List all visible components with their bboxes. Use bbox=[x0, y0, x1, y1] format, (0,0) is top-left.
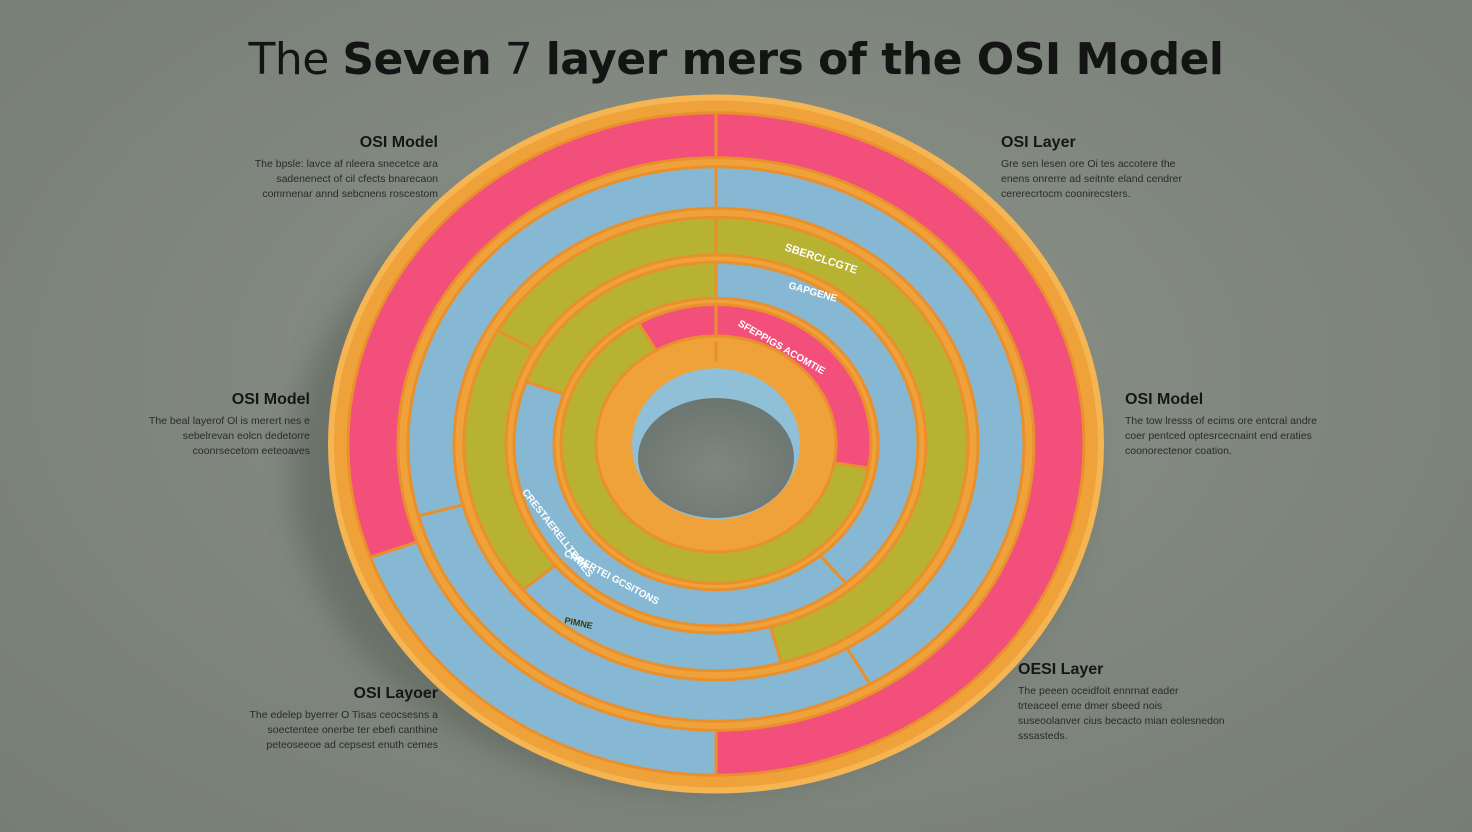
callout-top-right: OSI Layer Gre sen lesen ore Oi tes accot… bbox=[1001, 134, 1241, 202]
callout-mid-right: OSI Model The tow lresss of ecims ore en… bbox=[1125, 391, 1365, 459]
callout-bottom-left: OSI Layoer The edelep byerrer O Tisas ce… bbox=[198, 685, 438, 753]
callout-body: Gre sen lesen ore Oi tes accotere the en… bbox=[1001, 158, 1182, 200]
callout-heading: OSI Layer bbox=[1001, 134, 1076, 151]
ring-segments bbox=[328, 94, 1104, 794]
segment-band2-blue-top bbox=[406, 165, 718, 518]
callout-body: The bpsle: lavce af nleera snecetce ara … bbox=[254, 158, 438, 200]
segment-band2-blue-right bbox=[714, 165, 1026, 687]
callout-body: The beal layerof Ol is merert nes e sebe… bbox=[148, 415, 310, 457]
callout-heading: OESI Layer bbox=[1018, 661, 1104, 678]
callout-heading: OSI Model bbox=[1125, 391, 1204, 408]
segment-band3-olive-top bbox=[495, 215, 718, 352]
callout-heading: OSI Model bbox=[359, 134, 438, 151]
segment-band4-olive-top bbox=[524, 260, 718, 396]
segment-outer-pink-topleft bbox=[346, 111, 718, 560]
center-hole bbox=[638, 398, 794, 518]
callout-body: The edelep byerrer O Tisas ceocsesns a s… bbox=[249, 709, 438, 751]
callout-mid-left: OSI Model The beal layerof Ol is merert … bbox=[70, 391, 310, 459]
callout-body: The tow lresss of ecims ore entcral andr… bbox=[1125, 415, 1317, 457]
segment-band5-olive bbox=[559, 321, 871, 585]
page-title: The Seven 7 layer mers of the OSI Model bbox=[248, 34, 1224, 85]
callout-top-left: OSI Model The bpsle: lavce af nleera sne… bbox=[198, 134, 438, 202]
callout-heading: OSI Model bbox=[231, 391, 310, 408]
callout-body: The peeen oceidfoit ennrnat eader trteac… bbox=[1018, 685, 1225, 742]
callout-heading: OSI Layoer bbox=[353, 685, 438, 702]
callout-bottom-right: OESI Layer The peeen oceidfoit ennrnat e… bbox=[1018, 661, 1258, 744]
segment-band4-blue-bottom bbox=[512, 379, 849, 628]
